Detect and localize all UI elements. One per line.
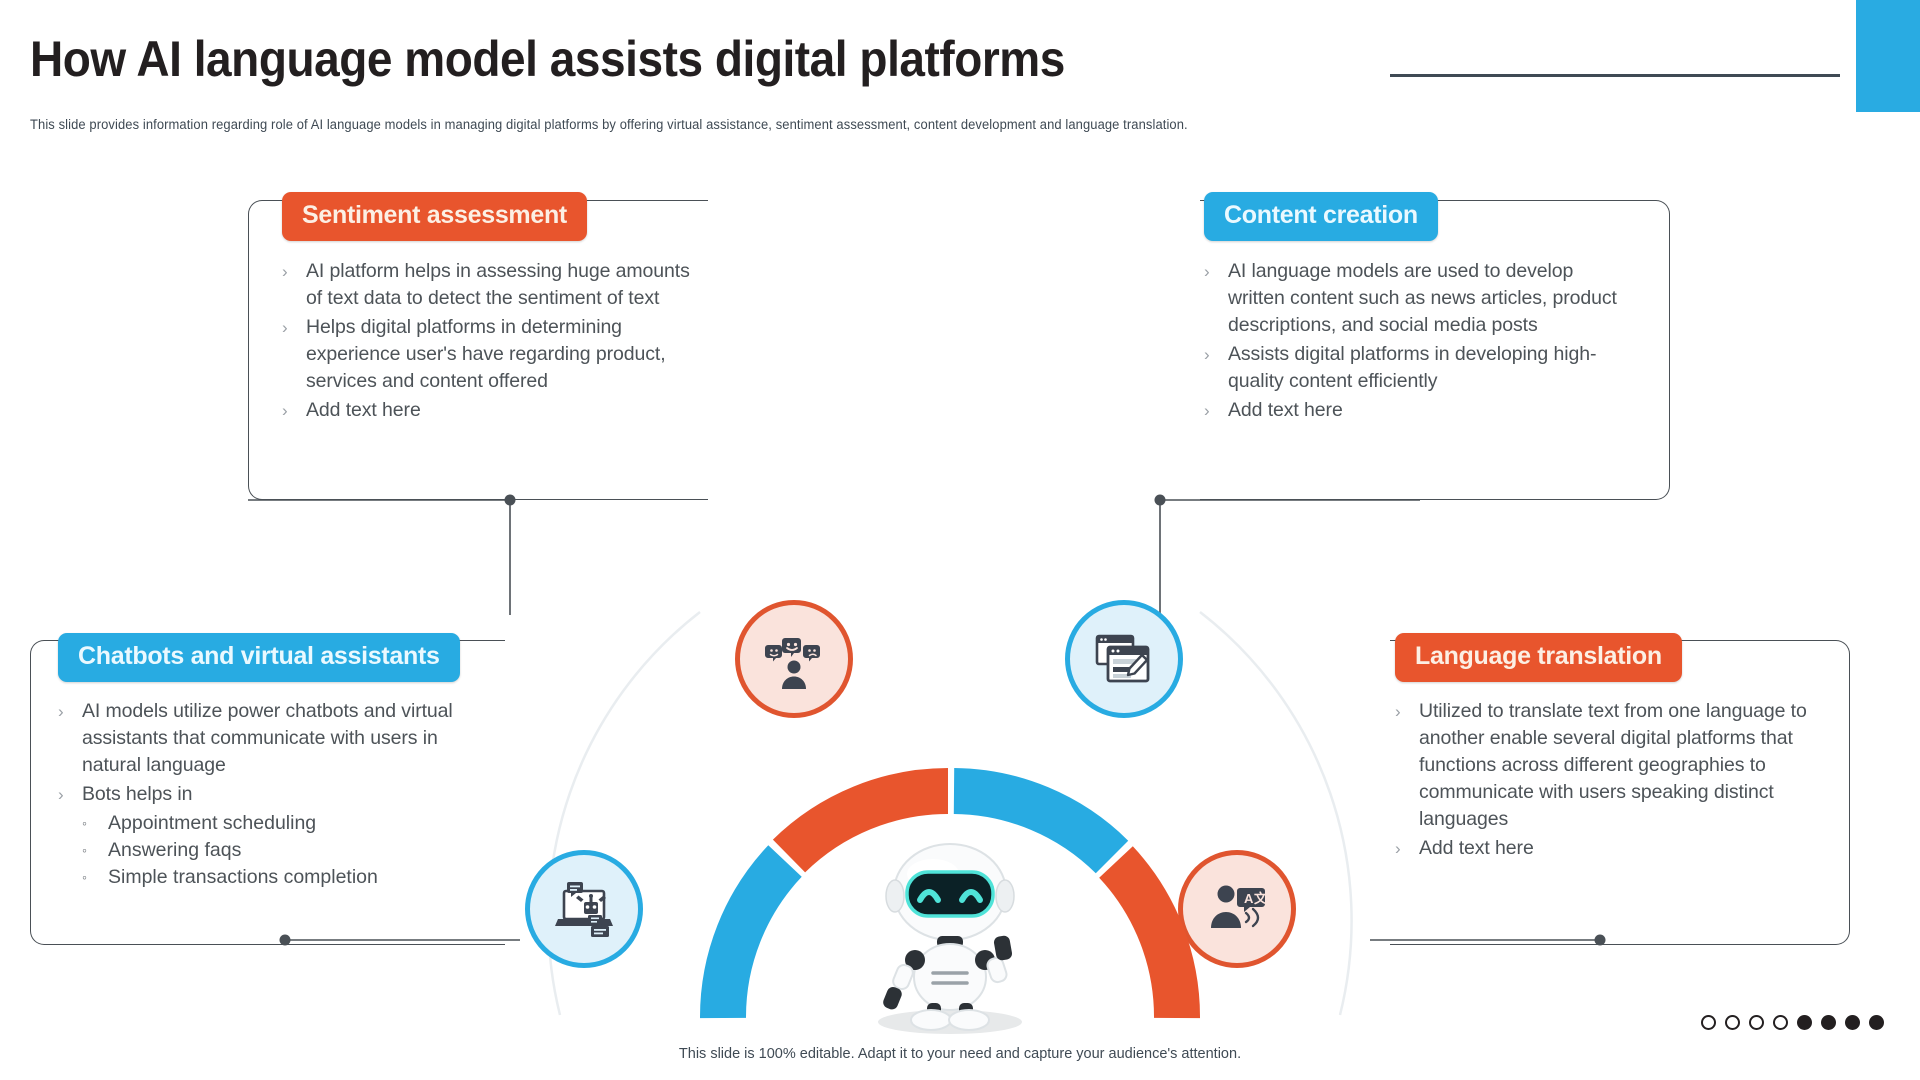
card-title-translation[interactable]: Language translation — [1395, 633, 1682, 682]
icon-badge-chatbots[interactable] — [525, 850, 643, 968]
card-title-chatbots[interactable]: Chatbots and virtual assistants — [58, 633, 460, 682]
sub-list-item: ◦ Simple transactions completion — [82, 864, 478, 891]
pagination-dots[interactable] — [1701, 1015, 1884, 1030]
sub-list-item: ◦ Appointment scheduling — [82, 810, 478, 837]
robot-mascot — [845, 840, 1055, 1035]
page-subtitle: This slide provides information regardin… — [30, 117, 1188, 132]
pagination-dot-4[interactable] — [1773, 1015, 1788, 1030]
accent-block — [1856, 0, 1920, 112]
page-title: How AI language model assists digital pl… — [30, 31, 1065, 87]
pagination-dot-8[interactable] — [1869, 1015, 1884, 1030]
gauge-segment-2 — [772, 768, 949, 873]
chevron-right-icon: › — [1204, 401, 1210, 420]
gauge-segment-3 — [953, 768, 1129, 874]
pagination-dot-6[interactable] — [1821, 1015, 1836, 1030]
chevron-right-icon: › — [1395, 839, 1401, 858]
card-bullets-content: › AI language models are used to develop… — [1204, 258, 1624, 426]
list-item: › Helps digital platforms in determining… — [282, 316, 666, 392]
chevron-right-icon: › — [1204, 345, 1210, 364]
card-title-content[interactable]: Content creation — [1204, 192, 1438, 241]
chevron-right-icon: › — [282, 401, 288, 420]
chevron-right-icon: › — [1204, 262, 1210, 281]
connector-node-chatbots — [279, 934, 291, 946]
chevron-right-icon: › — [282, 262, 288, 281]
chevron-right-icon: › — [58, 785, 64, 804]
icon-badge-sentiment[interactable] — [735, 600, 853, 718]
circle-bullet-icon: ◦ — [82, 869, 87, 885]
chevron-right-icon: › — [1395, 702, 1401, 721]
card-title-sentiment[interactable]: Sentiment assessment — [282, 192, 587, 241]
circle-bullet-icon: ◦ — [82, 815, 87, 831]
content-window-pencil-icon — [1095, 634, 1150, 683]
list-item: › AI language models are used to develop… — [1204, 260, 1617, 336]
list-item: › AI platform helps in assessing huge am… — [282, 260, 690, 309]
card-bullets-chatbots: › AI models utilize power chatbots and v… — [58, 698, 478, 891]
list-item: › Add text here — [282, 397, 702, 424]
connector-node-content — [1154, 494, 1166, 506]
sub-list: ◦ Appointment scheduling ◦ Answering faq… — [82, 810, 478, 891]
card-bullets-translation: › Utilized to translate text from one la… — [1395, 698, 1825, 864]
title-rule — [1390, 74, 1840, 77]
chevron-right-icon: › — [282, 318, 288, 337]
list-item: › Assists digital platforms in developin… — [1204, 343, 1597, 392]
svg-text:文: 文 — [1254, 891, 1268, 906]
circle-bullet-icon: ◦ — [82, 842, 87, 858]
sentiment-faces-icon — [765, 638, 820, 689]
list-item: › Utilized to translate text from one la… — [1395, 700, 1807, 830]
chatbot-laptop-icon — [555, 882, 613, 937]
list-item: › AI models utilize power chatbots and v… — [58, 700, 453, 776]
list-item: › Add text here — [1204, 397, 1624, 424]
pagination-dot-1[interactable] — [1701, 1015, 1716, 1030]
pagination-dot-5[interactable] — [1797, 1015, 1812, 1030]
list-item: › Bots helps in — [58, 781, 478, 808]
svg-text:A: A — [1244, 891, 1254, 906]
list-item: › Add text here — [1395, 835, 1825, 862]
footer-note: This slide is 100% editable. Adapt it to… — [678, 1046, 1242, 1062]
sub-list-item: ◦ Answering faqs — [82, 837, 478, 864]
pagination-dot-2[interactable] — [1725, 1015, 1740, 1030]
pagination-dot-3[interactable] — [1749, 1015, 1764, 1030]
icon-badge-content-creation[interactable] — [1065, 600, 1183, 718]
connector-node-sentiment — [504, 494, 516, 506]
gauge-segment-1 — [699, 845, 803, 1019]
card-bullets-sentiment: › AI platform helps in assessing huge am… — [282, 258, 702, 426]
center-gauge — [690, 750, 1210, 1020]
connector-node-translation — [1594, 934, 1606, 946]
gauge-segment-4 — [1098, 846, 1201, 1019]
pagination-dot-7[interactable] — [1845, 1015, 1860, 1030]
chevron-right-icon: › — [58, 702, 64, 721]
